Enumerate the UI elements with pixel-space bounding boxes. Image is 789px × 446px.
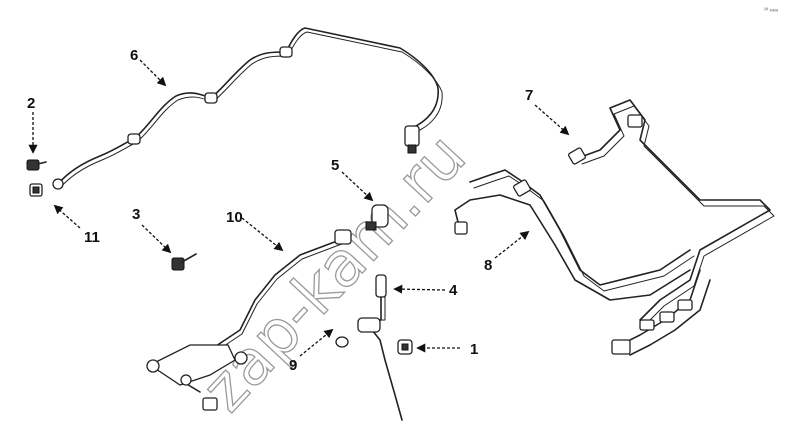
callout-3: 3 <box>132 206 140 223</box>
callout-6: 6 <box>130 47 138 64</box>
washer-9 <box>335 336 349 348</box>
connector-4 <box>357 274 403 421</box>
callout-11: 11 <box>84 229 100 246</box>
callout-4: 4 <box>449 282 458 299</box>
bolt-2 <box>26 159 47 171</box>
bolt-3 <box>171 253 197 271</box>
callout-9: 9 <box>289 357 297 374</box>
fuel-line-10 <box>146 229 352 411</box>
callout-7: 7 <box>525 87 533 104</box>
fuel-line-6 <box>52 27 443 190</box>
bolt-1 <box>397 339 413 355</box>
callout-2: 2 <box>27 95 35 112</box>
callout-1: 1 <box>470 341 478 358</box>
callout-5: 5 <box>331 157 339 174</box>
leader-arrows <box>28 59 570 357</box>
banjo-fitting-5 <box>365 204 389 231</box>
callout-8: 8 <box>484 257 492 274</box>
corner-stamp: ¹º ∞∞ <box>764 7 778 14</box>
callout-10: 10 <box>226 209 243 226</box>
clip-11 <box>29 183 43 197</box>
callout-labels: 1 2 3 4 5 6 7 8 9 10 11 <box>27 47 533 374</box>
injector-lines-7-8 <box>454 99 775 356</box>
